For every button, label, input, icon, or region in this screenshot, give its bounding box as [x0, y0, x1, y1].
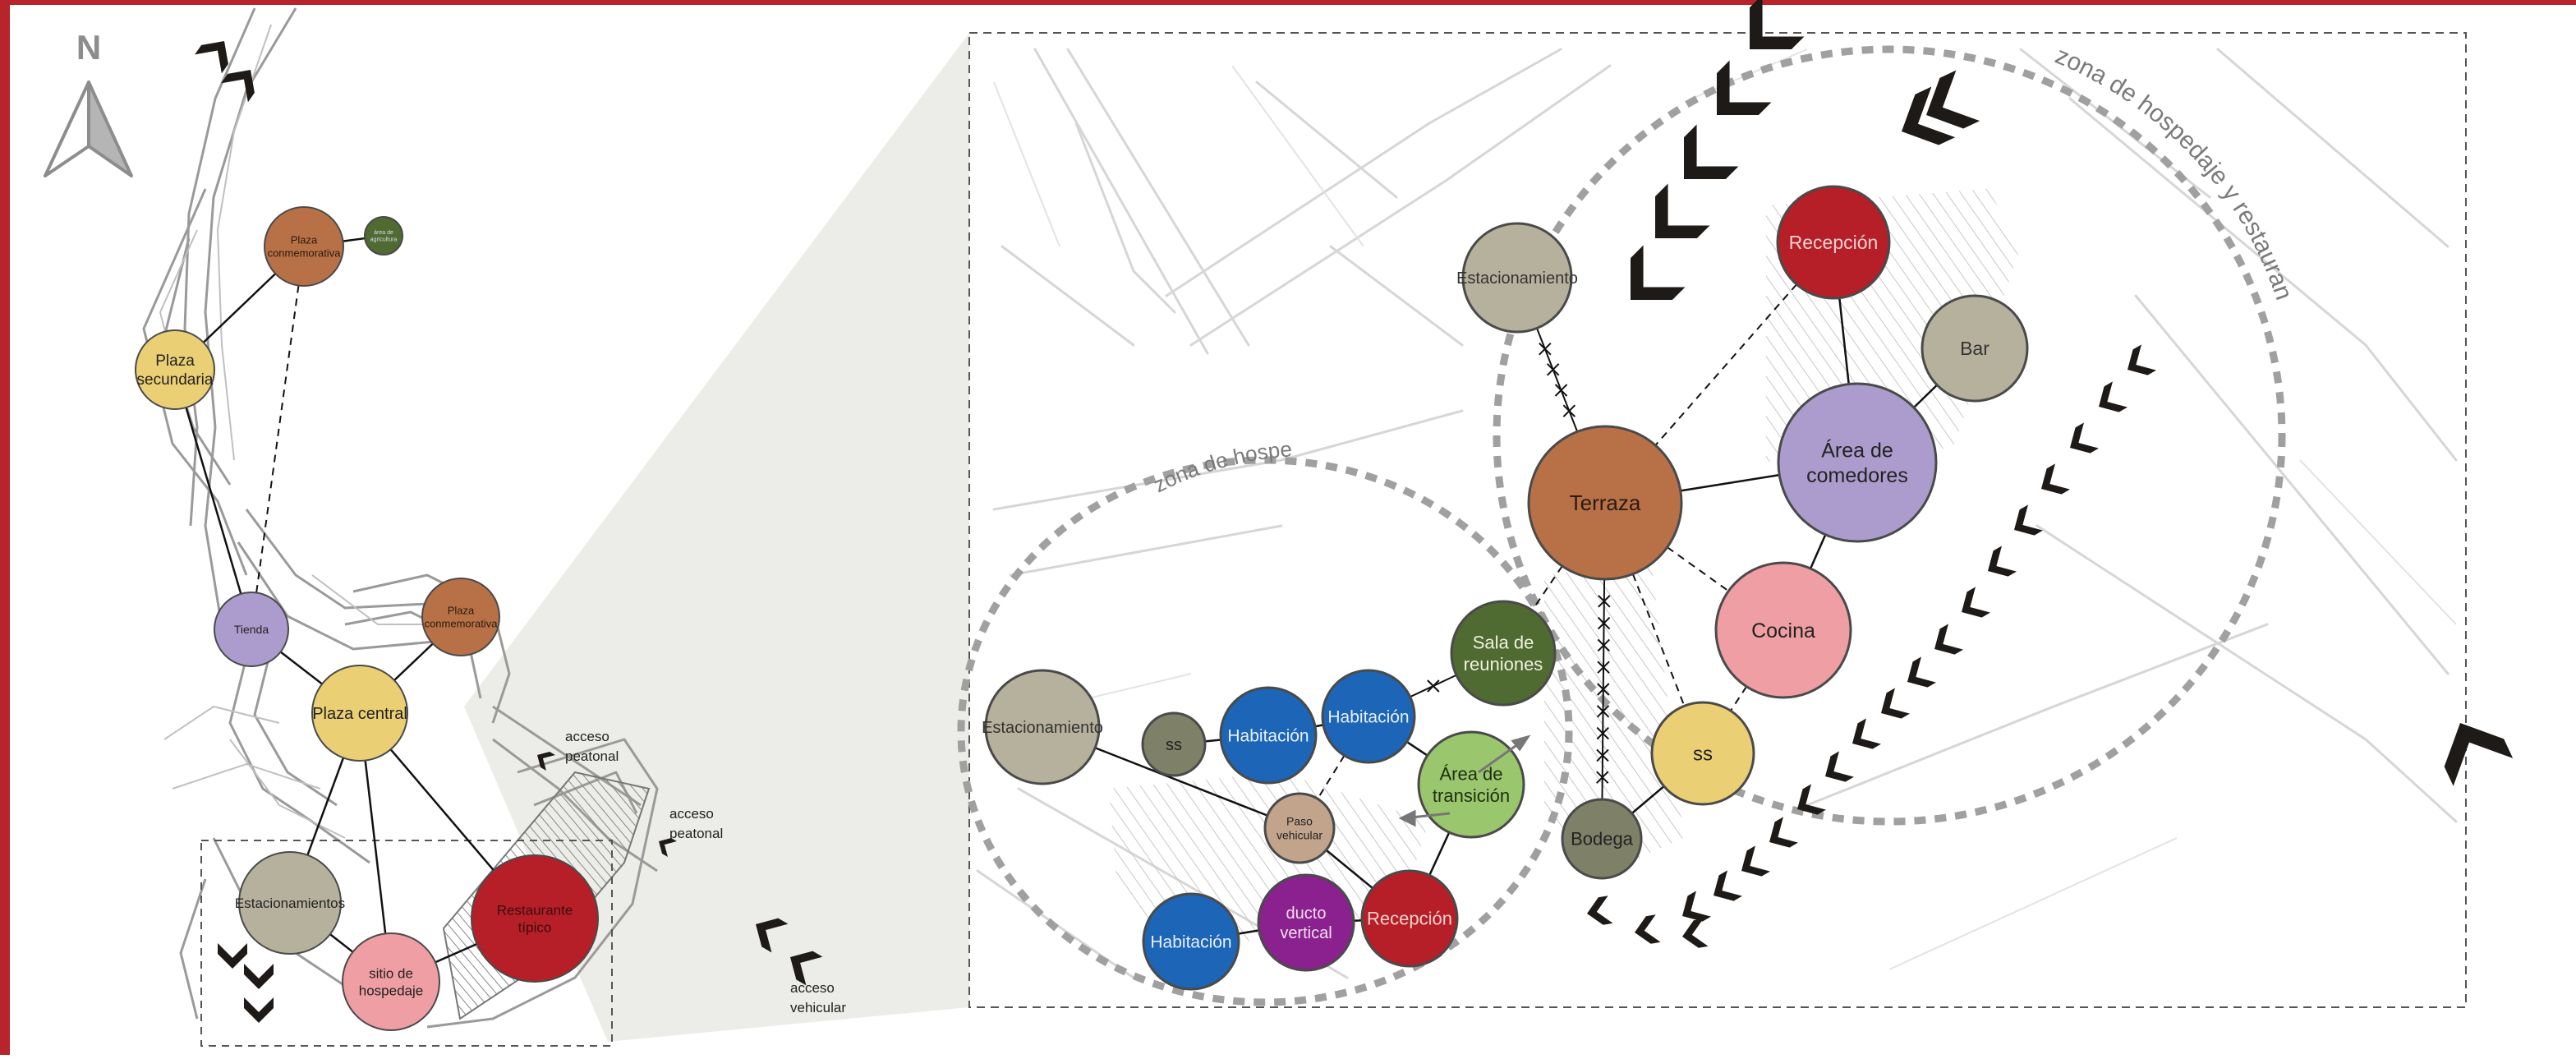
- node-habitacion-3: Habitación: [1143, 894, 1239, 989]
- node-label: ss: [1166, 736, 1182, 754]
- node-habitacion-2: Habitación: [1322, 670, 1414, 762]
- node-label: Recepción: [1367, 909, 1452, 929]
- node-label: Cocina: [1751, 619, 1815, 642]
- chevron-arrow-0: [195, 32, 237, 74]
- edge-s-1: [343, 238, 366, 242]
- edge-s-4: [281, 652, 322, 684]
- node-recepcion-bottom: Recepción: [1362, 871, 1457, 966]
- north-arrow: [45, 82, 131, 176]
- node-habitacion-1: Habitación: [1221, 688, 1316, 783]
- node-label: Bodega: [1571, 829, 1634, 850]
- chevron-arrow-3: [244, 964, 274, 989]
- node-label: ss: [1693, 743, 1713, 765]
- edge-s-5: [394, 643, 433, 680]
- node-bar: Bar: [1922, 296, 2027, 401]
- node-estacionamientos: Estacionamientos: [235, 852, 345, 954]
- node-label: Habitación: [1150, 932, 1231, 951]
- node-bodega: Bodega: [1562, 799, 1641, 878]
- frame-top: [0, 0, 2576, 5]
- edge-d-2: [256, 286, 298, 593]
- edge-s-9: [330, 934, 353, 952]
- edge-s-0: [204, 274, 276, 343]
- edge-s-8: [366, 761, 385, 934]
- node-terraza: Terraza: [1529, 426, 1681, 579]
- node-label: Terraza: [1570, 490, 1641, 515]
- node-label: Plaza central: [312, 705, 407, 723]
- chevron-arrow-4: [244, 997, 274, 1023]
- frame-left: [0, 0, 10, 1055]
- detail-panel: zona de hospedaje y restaurante zona de …: [0, 0, 2466, 1007]
- node-label: Estacionamiento: [1456, 269, 1578, 288]
- node-tienda: Tienda: [214, 592, 288, 666]
- node-label: Recepción: [1789, 232, 1879, 253]
- node-label: Bar: [1960, 338, 1990, 359]
- node-label: Estacionamientos: [235, 896, 345, 911]
- node-recepcion-top: Recepción: [1778, 186, 1889, 298]
- node-label: Tienda: [234, 623, 269, 636]
- edge-s-7: [391, 749, 494, 870]
- node-label: Habitación: [1327, 707, 1409, 726]
- node-label: Habitación: [1227, 726, 1309, 745]
- node-ss-left: ss: [1143, 713, 1205, 776]
- chevron-arrow-2: [218, 943, 247, 969]
- chevron-arrow-1: [221, 61, 264, 103]
- node-plaza-central: Plaza central: [312, 665, 407, 761]
- north-label: N: [76, 28, 101, 67]
- node-cocina: Cocina: [1716, 563, 1851, 698]
- node-label: Estacionamiento: [982, 719, 1103, 737]
- node-ss-right: ss: [1652, 702, 1754, 804]
